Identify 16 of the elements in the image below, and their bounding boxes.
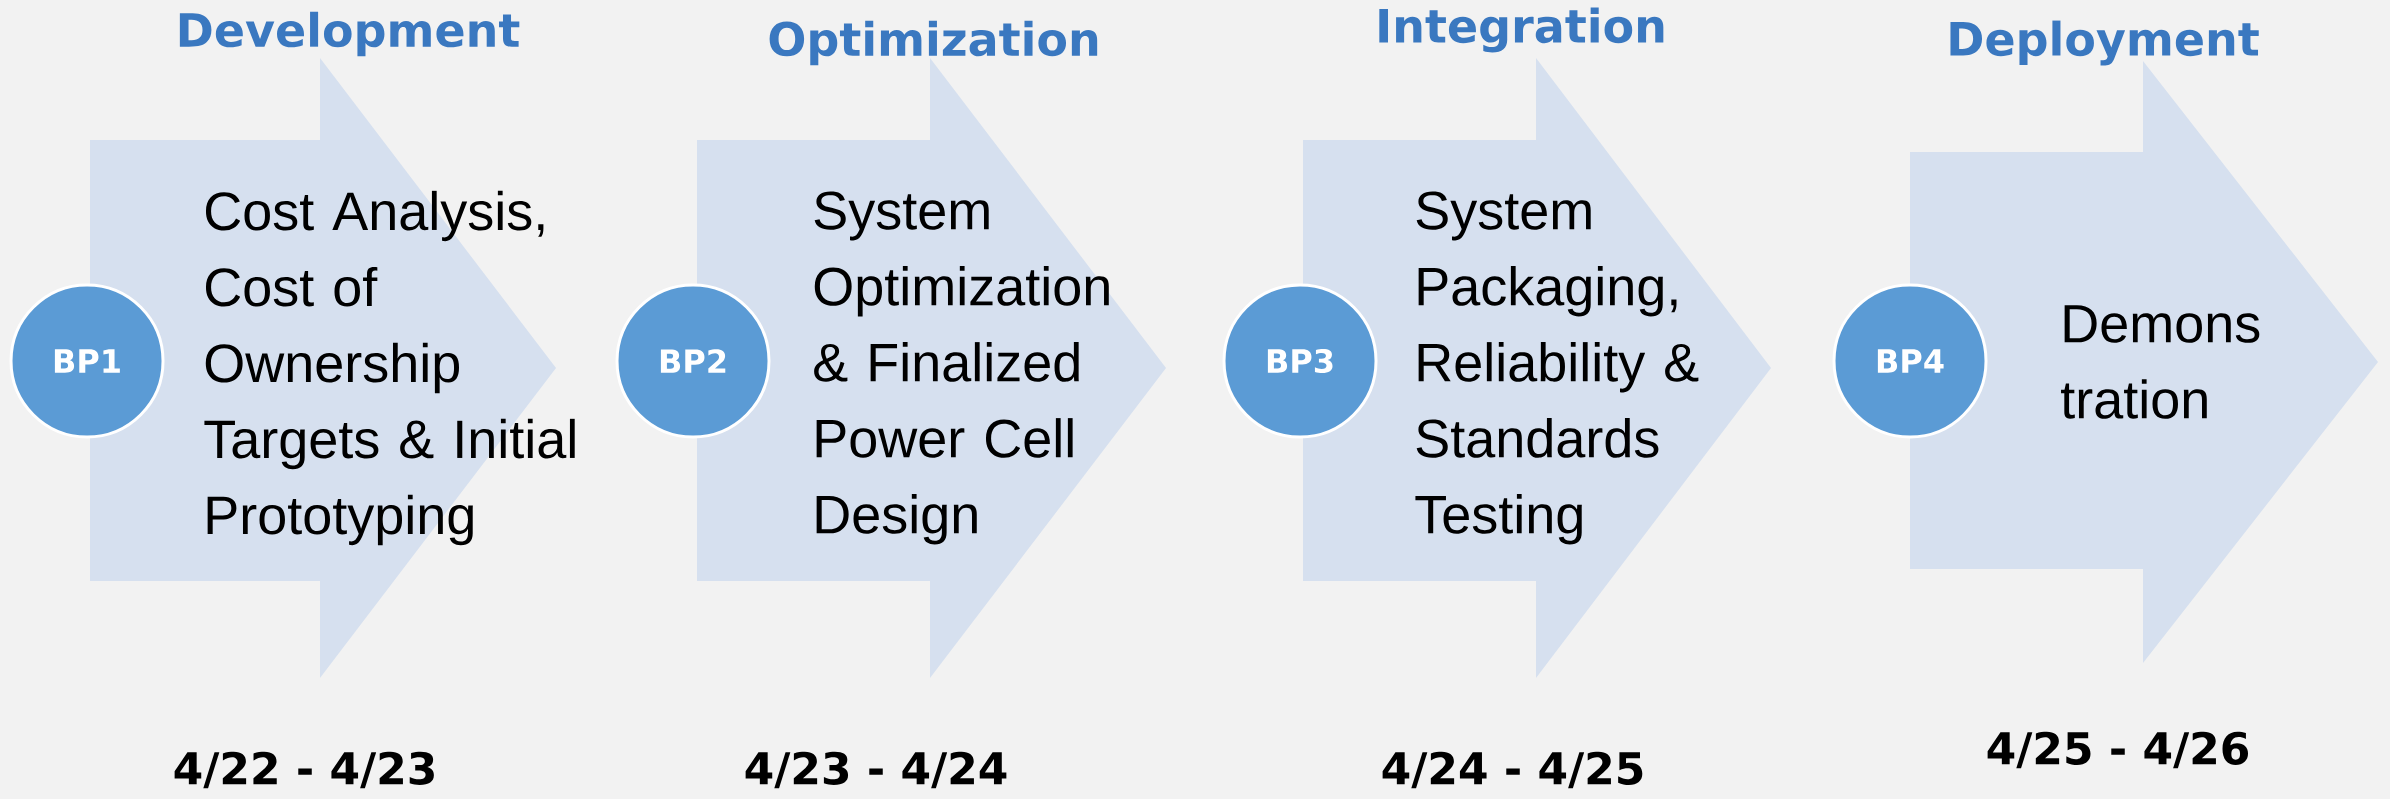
phase-heading: Integration [1379,7,1664,53]
phase-badge: BP3 [1222,283,1378,439]
body-text: Cost Analysis, Cost of Ownership Targets & Initial Prototyping [204,190,575,546]
body-text: System Packaging, Reliability & Standards Testing [1415,191,1699,545]
date-range: 4/23 - 4/24 [745,751,1007,789]
phase-heading: Development [179,11,520,57]
date-range: 4/24 - 4/25 [1382,751,1643,789]
phase-badge: BP4 [1832,283,1988,439]
date-range: 4/22 - 4/23 [174,751,434,789]
phase-badge: BP2 [615,283,771,439]
date-range: 4/25 - 4/26 [1987,731,2248,769]
body-text: System Optimization & Finalized Power Cell Design [814,191,1109,545]
phase-heading: Optimization [769,20,1098,66]
phase-heading: Deployment [1950,20,2259,66]
phase-badge: BP1 [9,283,165,439]
body-text: Demons tration [2061,305,2260,419]
